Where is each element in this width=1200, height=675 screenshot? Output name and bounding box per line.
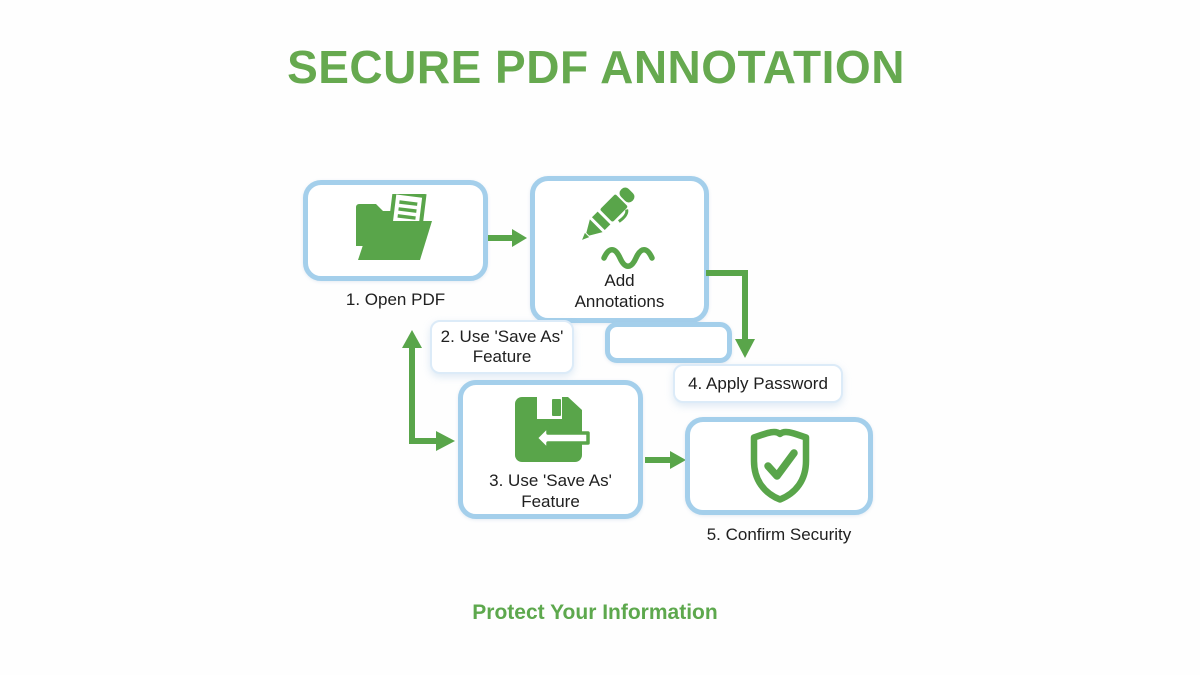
- page-title: SECURE PDF ANNOTATION: [287, 41, 905, 93]
- step3-caption: 3. Use 'Save As' Feature: [458, 470, 643, 512]
- arrow-step3-to-step5-icon: [645, 451, 686, 469]
- note2-line2: Feature: [472, 347, 532, 366]
- open-folder-document-icon: [356, 194, 432, 260]
- arrow-step2-to-step4-icon: [706, 270, 755, 358]
- arrow-step1-to-step2-icon: [488, 229, 527, 247]
- save-floppy-arrow-icon: [515, 394, 590, 462]
- empty-connector-box: [605, 322, 732, 363]
- note-use-save-as: 2. Use 'Save As' Feature: [430, 320, 574, 374]
- step3-caption-line2: Feature: [521, 492, 580, 511]
- step2-caption: Add Annotations: [530, 270, 709, 312]
- note-apply-password: 4. Apply Password: [673, 364, 843, 403]
- pen-annotation-icon: [582, 187, 655, 269]
- step3-caption-line1: 3. Use 'Save As': [489, 471, 612, 490]
- arrow-note2-step3-icon: [402, 330, 455, 451]
- step1-caption: 1. Open PDF: [345, 290, 446, 309]
- shield-check-icon: [750, 428, 810, 503]
- footer-tagline: Protect Your Information: [472, 601, 718, 624]
- step2-caption-line2: Annotations: [574, 292, 665, 311]
- step5-caption: 5. Confirm Security: [706, 525, 852, 544]
- step2-caption-line1: Add: [604, 271, 635, 290]
- note2-line1: 2. Use 'Save As': [440, 327, 564, 346]
- note4-text: 4. Apply Password: [688, 373, 828, 393]
